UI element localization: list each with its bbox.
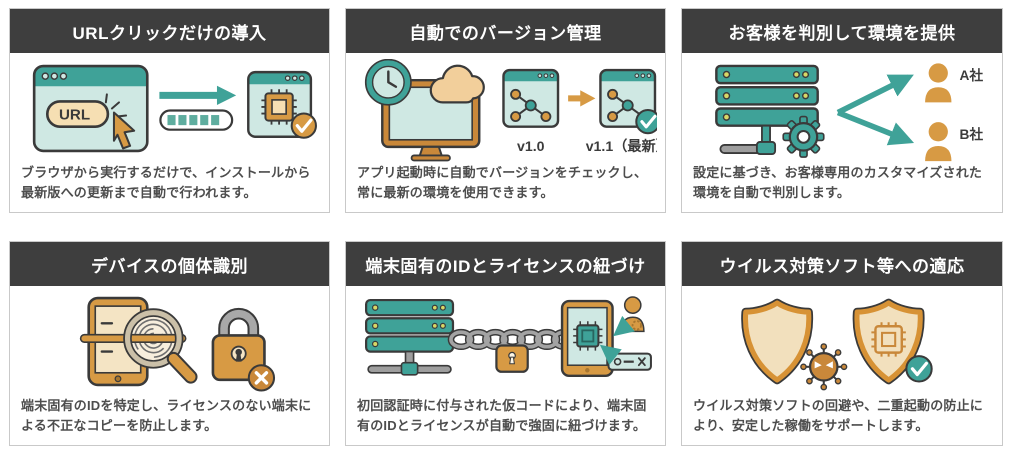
shield-chip-icon [852,298,933,385]
feature-card-url-install: URLクリックだけの導入 URL [9,8,330,213]
new-version-label: v1.1（最新） [586,138,657,154]
card-description: 初回認証時に付与された仮コードにより、端末固有のIDとライセンスが自動で強固に紐… [357,397,647,433]
version-window-old-icon [502,68,560,128]
customer-environment-svg: A社 B社 [715,63,984,162]
feature-card-grid: URLクリックだけの導入 URL [9,8,1003,446]
old-version-label: v1.0 [517,138,545,154]
card-body: A社 B社 設定に基づき、お客様専用のカスタマイズされた環境を自動で判別します。 [682,53,1002,212]
arrow-right-icon [159,85,237,105]
user-b-icon [925,122,952,162]
padlock-icon [211,307,276,392]
card-description: 端末固有のIDを特定し、ライセンスのない端末による不正なコピーを防止します。 [21,397,312,433]
card-body: 初回認証時に付与された仮コードにより、端末固有のIDとライセンスが自動で強固に紐… [346,286,665,445]
card-body: URL [10,53,329,212]
chip-window-icon [247,70,317,139]
card-description: ブラウザから実行するだけで、インストールから最新版への更新まで自動で行われます。 [21,164,311,200]
padlock-icon [495,344,529,373]
card-body: v1.0 v1.1（最新） アプリ起動時に自動でバージョンをチェックし、常に最新… [346,53,665,212]
company-a-label: A社 [960,67,984,83]
card-header: デバイスの個体識別 [10,242,329,286]
chain-icon [447,328,578,350]
arrow-user-to-tablet-icon [613,315,635,337]
antivirus-illustration [682,286,1002,396]
card-title: URLクリックだけの導入 [72,23,267,43]
shield-virus-icon [741,298,814,385]
feature-card-license-binding: 端末固有のIDとライセンスの紐づけ [345,241,666,446]
arrow-to-company-b-icon [836,109,915,146]
card-header: お客様を判別して環境を提供 [682,9,1002,53]
company-b-label: B社 [960,126,984,142]
license-key-icon [607,352,652,371]
x-badge-icon [247,364,276,392]
device-identification-svg [79,296,276,392]
cloud-icon [429,64,485,104]
card-title: 自動でのバージョン管理 [409,23,602,43]
card-body: 端末固有のIDを特定し、ライセンスのない端末による不正なコピーを防止します。 [10,286,329,445]
card-title: ウイルス対策ソフト等への適応 [719,256,965,276]
card-description: 設定に基づき、お客様専用のカスタマイズされた環境を自動で判別します。 [693,164,983,200]
user-a-icon [925,63,952,103]
card-header: URLクリックだけの導入 [10,9,329,53]
url-install-svg: URL [32,64,317,153]
progress-bar-icon [159,109,234,131]
check-badge-icon [635,108,657,135]
url-button-label: URL [59,106,90,123]
license-binding-svg [365,296,652,377]
card-title: 端末固有のIDとライセンスの紐づけ [365,256,646,276]
version-management-illustration: v1.0 v1.1（最新） [346,53,665,163]
arrow-right-icon [568,90,596,107]
virus-icon [800,343,848,391]
scan-line-icon [79,333,187,343]
card-description: アプリ起動時に自動でバージョンをチェックし、常に最新の環境を使用できます。 [357,164,648,200]
check-badge-icon [290,112,317,139]
url-install-illustration: URL [10,53,329,163]
feature-card-device-identification: デバイスの個体識別 [9,241,330,446]
arrow-key-to-tablet-icon [599,344,622,365]
card-description: ウイルス対策ソフトの回避や、二重起動の防止により、安定した稼働をサポートします。 [693,397,984,433]
feature-card-antivirus: ウイルス対策ソフト等への適応 [681,241,1003,446]
browser-window-icon: URL [32,64,149,153]
card-body: ウイルス対策ソフトの回避や、二重起動の防止により、安定した稼働をサポートします。 [682,286,1002,445]
clock-icon [364,58,412,106]
antivirus-svg [741,298,933,391]
feature-card-version-management: 自動でのバージョン管理 [345,8,666,213]
arrow-to-company-a-icon [836,74,914,115]
card-header: 自動でのバージョン管理 [346,9,665,53]
card-header: 端末固有のIDとライセンスの紐づけ [346,242,665,286]
device-identification-illustration [10,286,329,396]
tablet-chip-icon [560,299,614,377]
card-header: ウイルス対策ソフト等への適応 [682,242,1002,286]
license-binding-illustration [346,286,665,396]
server-icon [365,298,455,376]
cursor-icon [112,111,136,150]
customer-environment-illustration: A社 B社 [682,53,1002,163]
feature-card-customer-environment: お客様を判別して環境を提供 [681,8,1003,213]
card-title: デバイスの個体識別 [91,256,248,276]
card-title: お客様を判別して環境を提供 [728,23,956,43]
version-window-new-icon [599,68,657,135]
version-management-svg: v1.0 v1.1（最新） [364,58,657,162]
fingerprint-magnifier-icon [79,308,198,384]
check-badge-icon [905,355,933,383]
gear-icon [782,115,825,158]
